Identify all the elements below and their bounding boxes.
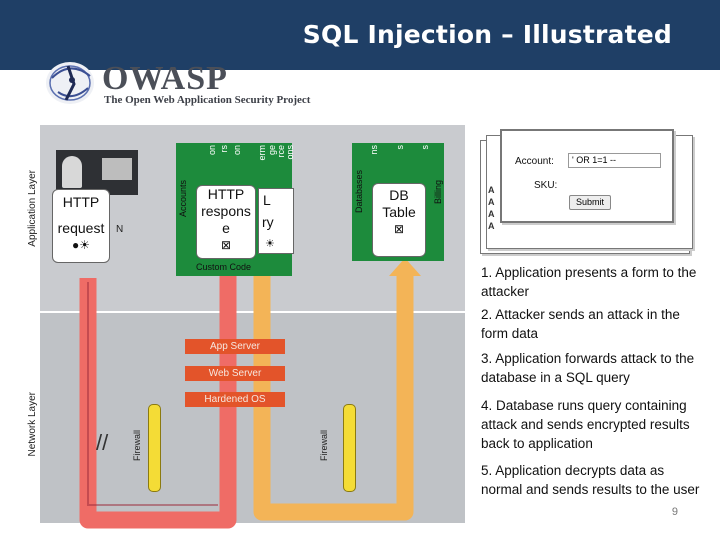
header-band xyxy=(0,0,720,70)
logo-wordmark: OWASP xyxy=(102,60,228,97)
request-bubble-line1: HTTP xyxy=(62,194,100,210)
firewall-right-label: Firewall xyxy=(319,430,329,462)
db-flow-arrowhead xyxy=(389,258,421,276)
response-bubble-line1: HTTP xyxy=(207,186,245,202)
response-bubble-line3: e xyxy=(222,220,230,236)
hardened-os-bar: Hardened OS xyxy=(185,392,285,407)
firewall-right xyxy=(343,404,356,492)
sql-bubble-char-2: ry xyxy=(262,214,274,230)
svg-text://: // xyxy=(96,430,109,455)
db-table-bubble: DB Table ⊠ xyxy=(372,183,426,257)
accounts-label: Accounts xyxy=(178,180,188,218)
account-label: Account: xyxy=(515,156,554,167)
app-server-bar: App Server xyxy=(185,339,285,354)
app-cut-label-4: erm xyxy=(257,145,267,161)
db-bubble-line2: Table xyxy=(382,204,416,220)
request-bubble-line2: request xyxy=(57,220,105,236)
request-fragment-text: N xyxy=(116,224,124,235)
app-cut-label-2: rs xyxy=(219,145,229,153)
account-input[interactable]: ' OR 1=1 -- xyxy=(568,153,661,168)
billing-label: Billing xyxy=(433,180,443,205)
custom-code-label: Custom Code xyxy=(196,262,252,272)
spark-icon: ☀ xyxy=(265,238,275,250)
db-cut-label-3: s xyxy=(420,145,430,150)
attacker-photo xyxy=(56,150,138,195)
step-1: 1. Application presents a form to the at… xyxy=(481,265,697,299)
owasp-globe-icon xyxy=(46,62,94,104)
db-cut-label-2: s xyxy=(395,145,405,150)
step-5: 5. Application decrypts data as normal a… xyxy=(481,463,700,497)
form-window: Account: ' OR 1=1 -- SKU: Submit xyxy=(500,129,674,223)
form-edge-letters: A A A A xyxy=(488,184,495,232)
edge-letter-4: A xyxy=(488,221,495,231)
step-4: 4. Database runs query containing attack… xyxy=(481,398,690,451)
logo-tagline: The Open Web Application Security Projec… xyxy=(104,94,311,106)
http-request-bubble: HTTP request ●☀ xyxy=(52,189,110,263)
firewall-left-label: Firewall xyxy=(132,430,142,462)
db-lock-icon: ⊠ xyxy=(393,222,405,236)
response-bubble-line2: respons xyxy=(201,203,251,219)
slide-title: SQL Injection – Illustrated xyxy=(302,20,672,49)
db-bubble-line1: DB xyxy=(389,187,409,203)
step-2: 2. Attacker sends an attack in the form … xyxy=(481,307,680,341)
page-number: 9 xyxy=(671,506,678,518)
step-3: 3. Application forwards attack to the da… xyxy=(481,351,695,385)
edge-letter-2: A xyxy=(488,197,495,207)
app-cut-label-7: ons xyxy=(285,145,295,160)
sql-bubble-char-1: L xyxy=(263,192,271,208)
submit-button[interactable]: Submit xyxy=(569,195,611,210)
app-cut-label-1: on xyxy=(207,145,217,156)
databases-label: Databases xyxy=(354,170,364,214)
firewall-left xyxy=(148,404,161,492)
sku-label: SKU: xyxy=(534,180,558,191)
bomb-icon: ●☀ xyxy=(71,238,90,252)
sql-query-bubble: L ry ☀ xyxy=(258,188,294,254)
web-server-bar: Web Server xyxy=(185,366,285,381)
http-response-bubble: HTTP respons e ⊠ xyxy=(196,185,256,259)
edge-letter-1: A xyxy=(488,185,495,195)
edge-letter-3: A xyxy=(488,209,495,219)
db-cut-label-1: ns xyxy=(369,145,379,155)
app-cut-label-3: on xyxy=(232,145,242,156)
lock-icon: ⊠ xyxy=(220,238,232,252)
